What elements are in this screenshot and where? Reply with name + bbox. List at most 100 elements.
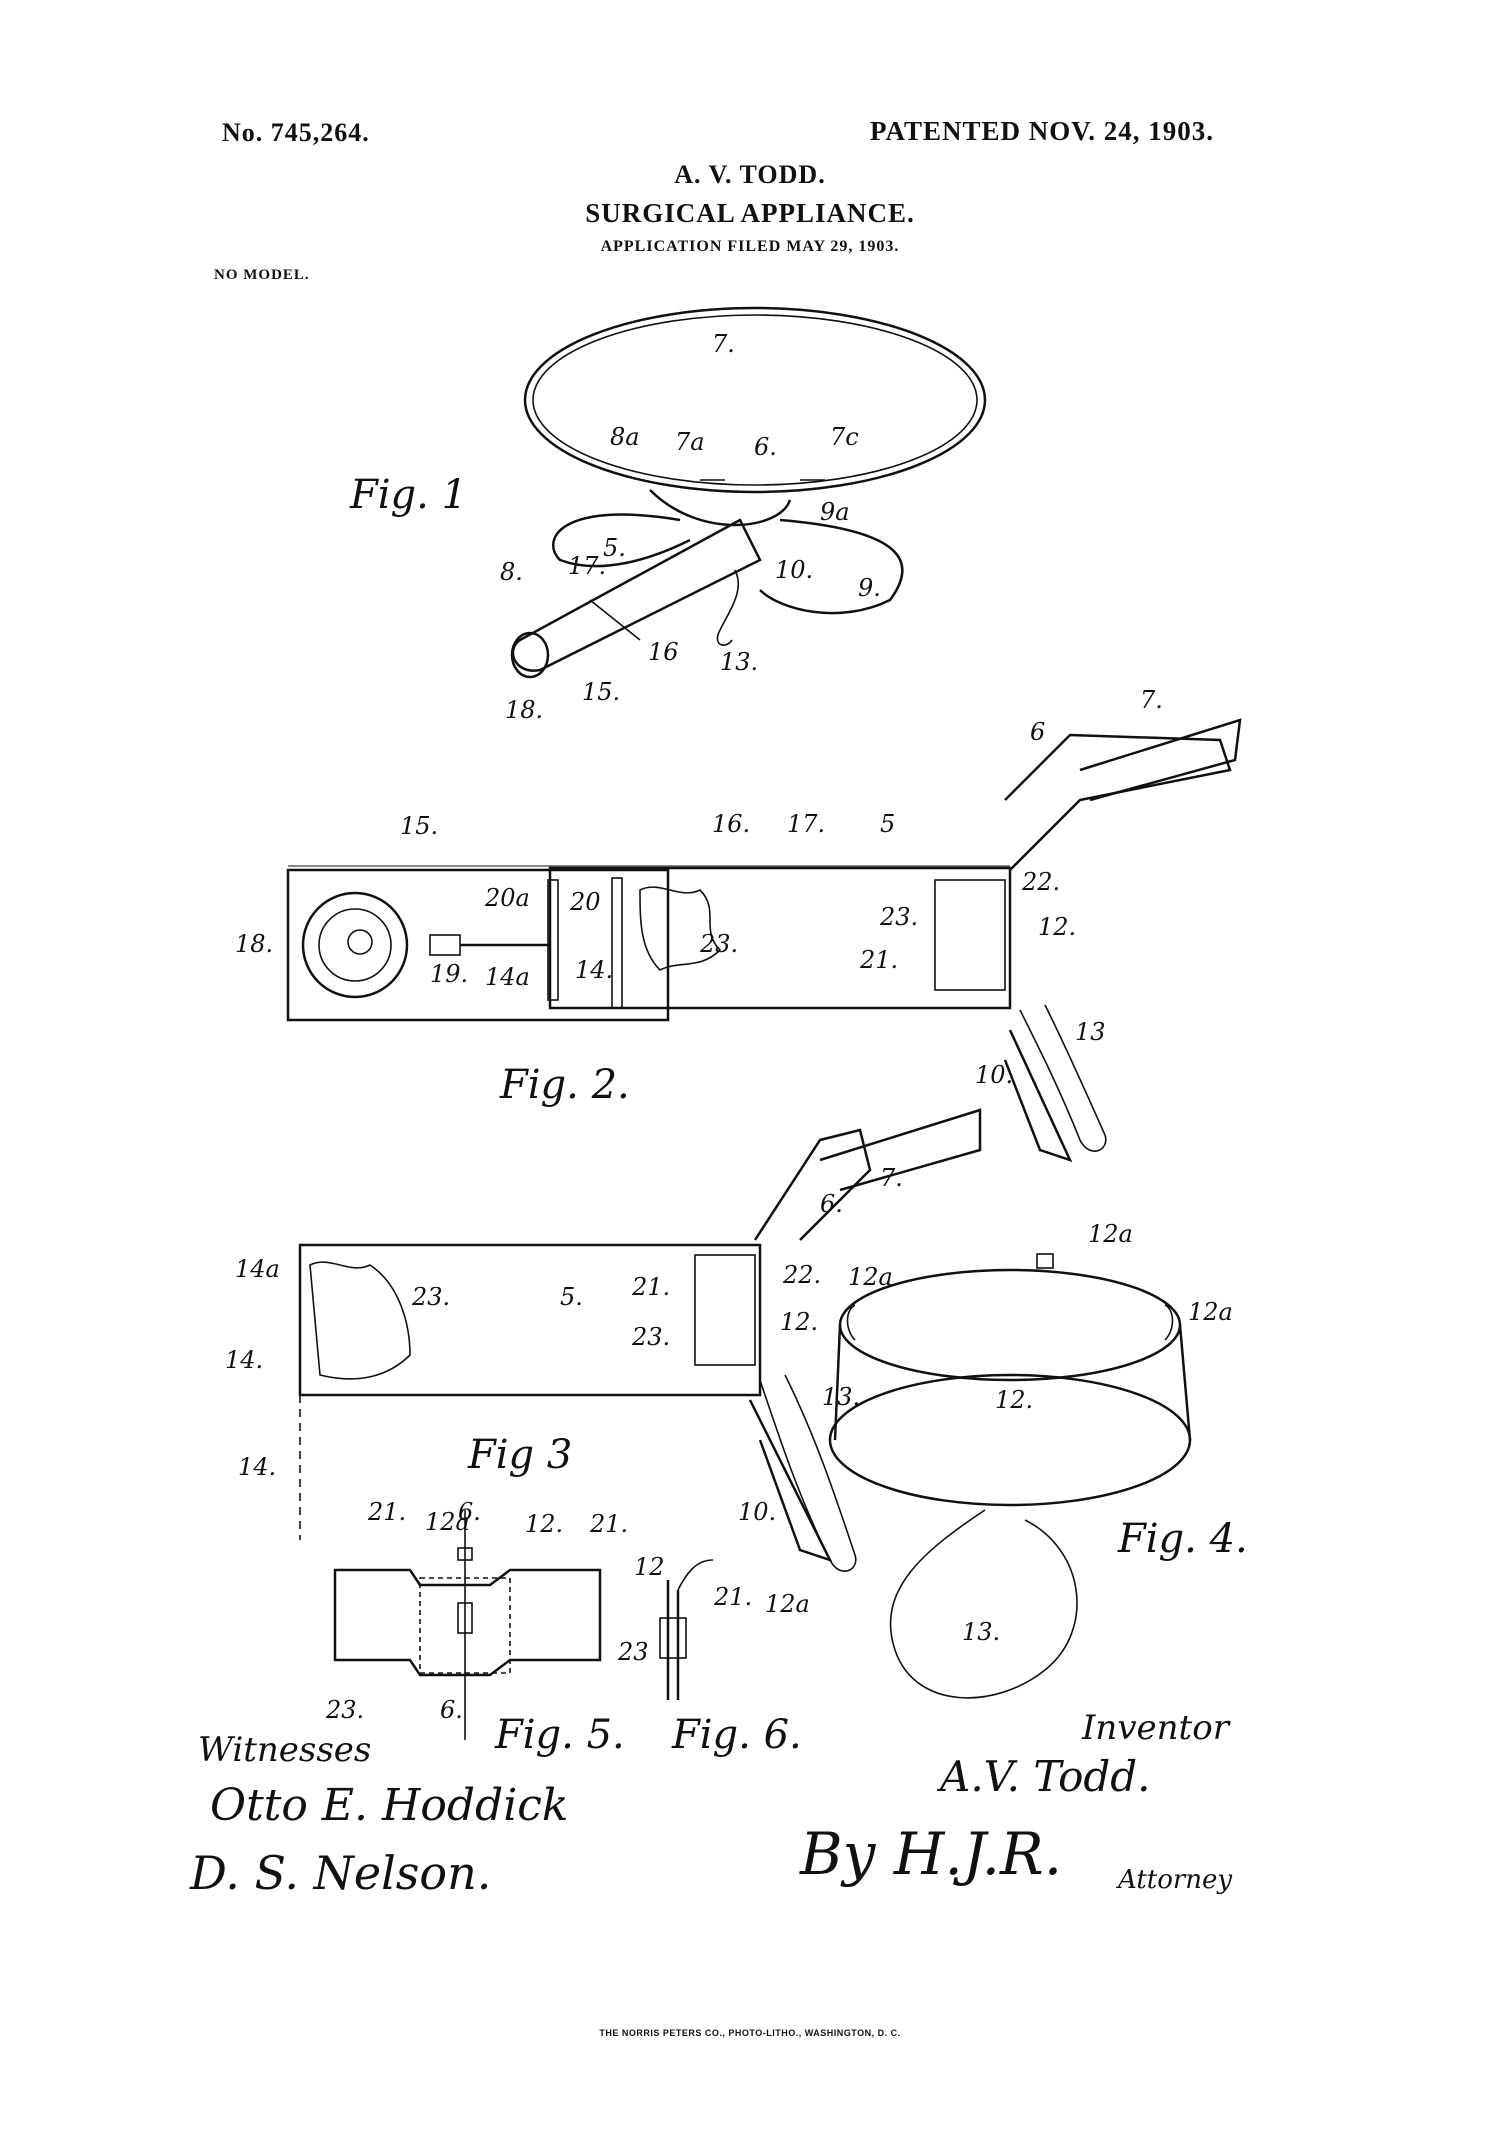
ref-21-left: 21. xyxy=(367,1498,406,1526)
ref-14: 14. xyxy=(575,956,613,984)
inventor-label: Inventor xyxy=(1082,1708,1229,1748)
fig-5-label: Fig. 5. xyxy=(494,1712,625,1758)
hook-12a-right xyxy=(1165,1305,1173,1340)
coil-13 xyxy=(891,1510,1077,1698)
ref-21: 21. xyxy=(631,1273,670,1301)
tube-5 xyxy=(300,1245,760,1395)
ref-6-top: 6. xyxy=(458,1498,481,1526)
pouch-6 xyxy=(1005,735,1230,870)
ref-15: 15. xyxy=(582,678,620,706)
ref-6: 6. xyxy=(754,433,777,461)
ref-6: 6. xyxy=(820,1190,843,1218)
ref-12: 12. xyxy=(780,1308,818,1336)
witness-2-signature: D. S. Nelson. xyxy=(190,1846,491,1900)
strap-10 xyxy=(750,1400,830,1560)
screw-19 xyxy=(430,935,460,955)
hook-12a-top xyxy=(1037,1254,1053,1268)
ref-6-bottom: 6. xyxy=(440,1696,463,1724)
bulb-18-center xyxy=(348,930,372,954)
pouch-6 xyxy=(755,1130,870,1240)
ref-7: 7. xyxy=(712,330,735,358)
ref-23-right: 23. xyxy=(631,1323,670,1351)
cotton-23 xyxy=(310,1262,410,1379)
coil-13 xyxy=(717,570,738,645)
ref-8: 8. xyxy=(500,558,523,586)
ref-12a: 12a xyxy=(765,1590,810,1618)
witnesses-label: Witnesses xyxy=(198,1730,371,1770)
ref-7a: 7a xyxy=(675,428,705,456)
ref-10: 10. xyxy=(775,556,813,584)
ref-7c: 7c xyxy=(830,423,859,451)
ref-14a: 14a xyxy=(485,963,530,991)
ref-7: 7. xyxy=(1140,686,1163,714)
figure-3: 7. 6. 14a 23. 5. 21. 22. 23. 12. 14. 13.… xyxy=(225,1110,980,1571)
ref-10: 10. xyxy=(975,1061,1013,1089)
ref-22: 22. xyxy=(1021,868,1060,896)
ref-19: 19. xyxy=(430,960,468,988)
clip-23 xyxy=(660,1618,686,1658)
ref-13: 13. xyxy=(720,648,758,676)
ref-18: 18. xyxy=(235,930,273,958)
ref-16: 16 xyxy=(648,638,679,666)
attorney-label: Attorney xyxy=(1118,1865,1232,1895)
fig-2-label: Fig. 2. xyxy=(499,1062,630,1108)
ref-23-left: 23. xyxy=(411,1283,450,1311)
ref-14: 14. xyxy=(225,1346,263,1374)
ref-14a: 14a xyxy=(235,1255,280,1283)
ref-12: 12 xyxy=(634,1553,665,1581)
ref-5: 5. xyxy=(603,534,626,562)
ref-12a-right: 12a xyxy=(1188,1298,1233,1326)
ring-12 xyxy=(935,880,1005,990)
ref-23-top: 23. xyxy=(879,903,918,931)
ref-20a: 20a xyxy=(484,884,530,912)
ref-8a: 8a xyxy=(610,423,640,451)
ref-22: 22. xyxy=(782,1261,821,1289)
ref-16: 16. xyxy=(712,810,750,838)
tube-5 xyxy=(550,868,1010,1008)
ring-12 xyxy=(695,1255,755,1365)
ref-10: 10. xyxy=(738,1498,776,1526)
printer-credit: THE NORRIS PETERS CO., PHOTO-LITHO., WAS… xyxy=(0,2028,1500,2038)
ref-7: 7. xyxy=(880,1164,903,1192)
attorney-signature: By H.J.R. xyxy=(800,1820,1062,1888)
witness-1-signature: Otto E. Hoddick xyxy=(210,1780,569,1831)
hook-12a-left xyxy=(848,1305,856,1340)
fig-4-label: Fig. 4. xyxy=(1117,1516,1248,1562)
belt-7 xyxy=(525,308,985,492)
segment-21 xyxy=(335,1570,600,1675)
ref-5: 5. xyxy=(560,1283,583,1311)
ref-17: 17. xyxy=(568,552,606,580)
figure-4: 12a 12a 12a 12. 13. Fig. 4. xyxy=(830,1220,1248,1698)
ref-23: 23. xyxy=(699,930,738,958)
sleeve-15-line xyxy=(590,600,640,640)
ref-21: 21. xyxy=(713,1583,752,1611)
ref-12: 12. xyxy=(1038,913,1076,941)
bulb-18-inner xyxy=(319,909,391,981)
ref-21: 21. xyxy=(859,946,898,974)
ref-9a: 9a xyxy=(820,498,850,526)
ref-21-right: 21. xyxy=(589,1510,628,1538)
figure-5: 21. 12a 6. 12. 21. 23. 6. Fig. 5. xyxy=(325,1498,628,1758)
ref-13: 13 xyxy=(1075,1018,1106,1046)
ref-9: 9. xyxy=(858,574,881,602)
disk-20 xyxy=(612,878,622,1008)
ref-6: 6 xyxy=(1030,718,1045,746)
ref-20: 20 xyxy=(569,888,601,916)
hook-12a xyxy=(678,1560,713,1590)
figure-6: 12 21. 12a 23 Fig. 6. xyxy=(617,1553,810,1758)
ref-14-lower: 14. xyxy=(238,1453,276,1481)
ref-23: 23 xyxy=(617,1638,649,1666)
belt-7 xyxy=(1080,720,1240,800)
ref-17: 17. xyxy=(787,810,825,838)
ref-13: 13. xyxy=(962,1618,1000,1646)
ref-12: 12. xyxy=(995,1386,1033,1414)
ref-15: 15. xyxy=(400,812,438,840)
figure-2: 6 7. 15. 16. 17. 5 20a 20 22. 23. 12. 18… xyxy=(235,686,1240,1160)
ref-12a-left: 12a xyxy=(848,1263,893,1291)
ref-5: 5 xyxy=(880,810,895,838)
fig-3-label: Fig 3 xyxy=(467,1432,572,1478)
figure-1: 7. 8a 7a 6. 7c 9a 8. 17. 5. 10. 9. 16 13… xyxy=(349,308,985,724)
ref-23: 23. xyxy=(325,1696,364,1724)
inventor-signature: A.V. Todd. xyxy=(940,1752,1151,1801)
